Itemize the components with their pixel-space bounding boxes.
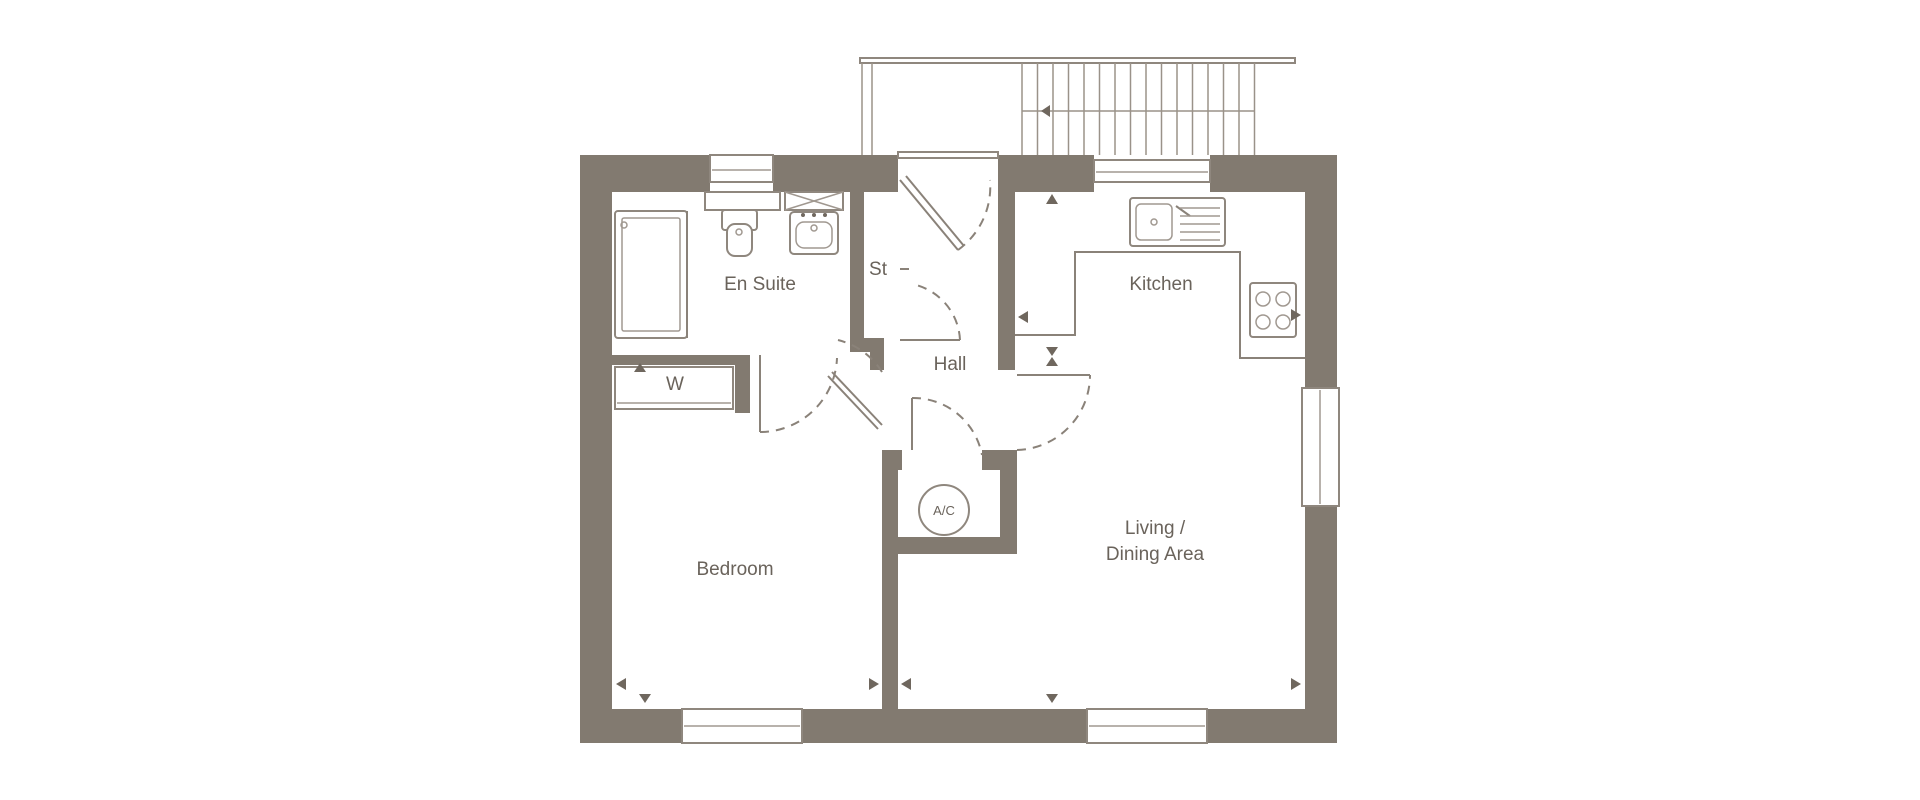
marker-living-bottom-icon xyxy=(1046,694,1058,703)
wardrobe-marker-icon xyxy=(634,363,646,372)
label-airing-cupboard: A/C xyxy=(933,503,955,518)
dimension-markers xyxy=(616,194,1301,703)
en-suite-door xyxy=(759,355,838,433)
room-labels: En Suite St Kitchen Hall W A/C Living / … xyxy=(666,259,1205,580)
window-kitchen xyxy=(1093,159,1211,183)
wardrobe xyxy=(614,363,734,410)
window-en-suite xyxy=(709,154,774,183)
label-living-line1: Living / xyxy=(1125,518,1186,539)
label-wardrobe: W xyxy=(666,374,684,395)
internal-walls xyxy=(580,190,1017,710)
hob xyxy=(1249,282,1297,338)
label-store: St xyxy=(869,259,888,280)
marker-kitchen-top-icon xyxy=(1046,194,1058,204)
marker-living-right-icon xyxy=(1291,678,1301,690)
window-living-side xyxy=(1301,387,1340,507)
label-bedroom: Bedroom xyxy=(696,559,773,580)
window-bedroom xyxy=(681,708,803,744)
windows xyxy=(681,154,1340,744)
bedroom-door xyxy=(827,339,883,430)
marker-living-left-icon xyxy=(901,678,911,690)
en-suite-fixtures xyxy=(614,191,844,339)
sink xyxy=(1129,197,1226,247)
label-hall: Hall xyxy=(934,354,967,375)
marker-living-up-icon xyxy=(1046,357,1058,366)
external-stair xyxy=(859,57,1296,155)
entrance-door xyxy=(897,151,999,251)
kitchen-fixtures xyxy=(1015,197,1305,359)
marker-bedroom-left-icon xyxy=(616,678,626,690)
stair-direction-arrow-icon xyxy=(1041,105,1050,117)
airing-cupboard xyxy=(918,484,970,536)
marker-kitchen-right-icon xyxy=(1291,309,1301,321)
label-kitchen: Kitchen xyxy=(1129,274,1192,295)
bath xyxy=(614,210,688,339)
marker-bedroom-bottom-icon xyxy=(639,694,651,703)
label-living-line2: Dining Area xyxy=(1106,544,1205,565)
marker-living-down-icon xyxy=(1046,347,1058,356)
window-living-bottom xyxy=(1086,708,1208,744)
store-door xyxy=(900,283,961,341)
living-door xyxy=(911,374,1091,456)
label-en-suite: En Suite xyxy=(724,274,796,295)
marker-bedroom-right-icon xyxy=(869,678,879,690)
marker-kitchen-left-icon xyxy=(1018,311,1028,323)
